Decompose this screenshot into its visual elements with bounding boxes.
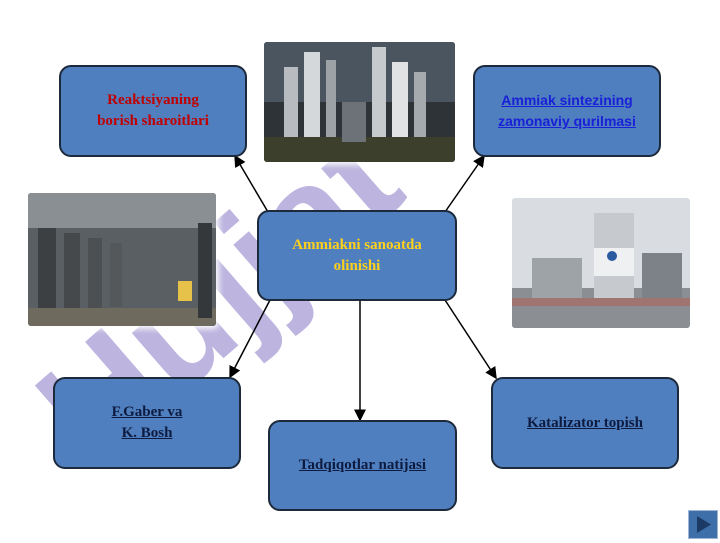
box-synthesis-plant[interactable]: Ammiak sintezining zamonaviy qurilmasi bbox=[473, 65, 661, 157]
photo-modern-plant bbox=[512, 198, 690, 328]
arrow-to-reaction bbox=[234, 154, 269, 213]
synthesis-link-line2[interactable]: zamonaviy qurilmasi bbox=[498, 113, 636, 129]
arrow-to-catalyst bbox=[444, 299, 497, 380]
photo-distillation-columns bbox=[264, 42, 455, 162]
next-slide-button[interactable] bbox=[688, 510, 718, 539]
center-line2: olinishi bbox=[333, 257, 381, 274]
box-gaber-bosch[interactable]: F.Gaber va K. Bosh bbox=[53, 377, 241, 469]
catalyst-link[interactable]: Katalizator topish bbox=[527, 414, 643, 431]
box-research-results[interactable]: Tadqiqotlar natijasi bbox=[268, 420, 457, 511]
results-link[interactable]: Tadqiqotlar natijasi bbox=[298, 457, 427, 473]
play-next-icon bbox=[697, 516, 711, 533]
box-reaction-conditions: Reaktsiyaning borish sharoitlari bbox=[59, 65, 247, 157]
box-center-topic: Ammiakni sanoatda olinishi bbox=[257, 210, 457, 301]
photo-factory-hall bbox=[28, 193, 216, 326]
reaction-line1: Reaktsiyaning bbox=[107, 92, 199, 108]
synthesis-link-line1[interactable]: Ammiak sintezining bbox=[501, 92, 633, 108]
center-line1: Ammiakni sanoatda bbox=[292, 236, 422, 253]
gaber-link-line2[interactable]: K. Bosh bbox=[121, 425, 173, 441]
reaction-line2: borish sharoitlari bbox=[97, 113, 209, 129]
box-catalyst[interactable]: Katalizator topish bbox=[491, 377, 679, 469]
arrow-to-gaber bbox=[229, 299, 271, 379]
arrow-to-synthesis bbox=[444, 154, 485, 213]
gaber-link-line1[interactable]: F.Gaber va bbox=[111, 404, 183, 420]
